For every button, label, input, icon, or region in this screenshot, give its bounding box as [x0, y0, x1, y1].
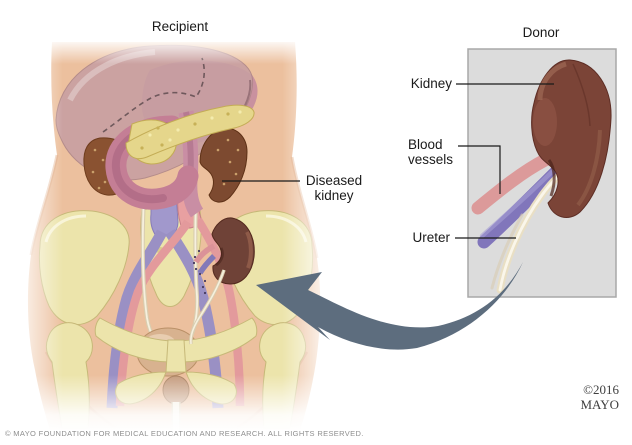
credit-name: MAYO	[580, 397, 619, 412]
donor-ureter	[490, 168, 568, 294]
diseased-kidney-label: Diseased kidney	[305, 173, 363, 203]
donor-title: Donor	[522, 25, 560, 40]
donor-kidney	[531, 59, 612, 218]
recipient-illustration	[10, 40, 340, 432]
suture-stitches	[192, 249, 207, 295]
diseased-kidney-right	[199, 127, 248, 203]
transplant-direction-arrow-icon	[256, 262, 523, 350]
blood-vessels-label: Blood vessels	[408, 137, 454, 167]
pancreas-shape	[125, 104, 255, 165]
copyright-credit: ©2016 MAYO	[580, 382, 619, 412]
donor-panel	[467, 48, 617, 298]
ureter-label: Ureter	[412, 230, 450, 245]
footer-copyright: © MAYO FOUNDATION FOR MEDICAL EDUCATION …	[5, 429, 364, 438]
blood-vessels-pointer	[458, 145, 501, 194]
credit-year: ©2016	[583, 382, 619, 397]
stomach-dashed-outline	[102, 57, 206, 133]
transplanted-kidney	[189, 217, 255, 345]
kidney-label: Kidney	[410, 76, 452, 91]
recipient-title: Recipient	[151, 19, 209, 34]
transplanted-kidney-shape	[211, 217, 255, 285]
label-pointer-lines	[222, 83, 554, 239]
donor-vessels	[471, 153, 563, 249]
